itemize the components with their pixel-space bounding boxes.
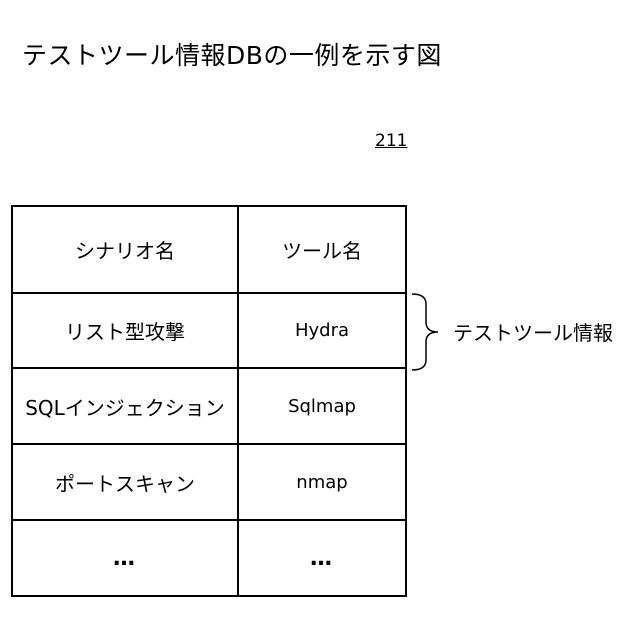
table-row: SQLインジェクション Sqlmap xyxy=(12,368,406,444)
header-scenario-name: シナリオ名 xyxy=(12,206,238,293)
tool-cell: Hydra xyxy=(238,293,406,368)
scenario-cell: リスト型攻撃 xyxy=(12,293,238,368)
curly-brace-icon xyxy=(410,292,450,372)
ellipsis-cell: … xyxy=(238,520,406,596)
scenario-cell: SQLインジェクション xyxy=(12,368,238,444)
header-row: シナリオ名 ツール名 xyxy=(12,206,406,293)
ellipsis-cell: … xyxy=(12,520,238,596)
table-row: リスト型攻撃 Hydra xyxy=(12,293,406,368)
tool-cell: nmap xyxy=(238,444,406,520)
test-tool-info-table: シナリオ名 ツール名 リスト型攻撃 Hydra SQLインジェクション Sqlm… xyxy=(11,205,407,597)
table-row: ポートスキャン nmap xyxy=(12,444,406,520)
reference-number: 211 xyxy=(375,131,407,151)
header-tool-name: ツール名 xyxy=(238,206,406,293)
figure-title: テストツール情報DBの一例を示す図 xyxy=(22,36,442,72)
scenario-cell: ポートスキャン xyxy=(12,444,238,520)
tool-cell: Sqlmap xyxy=(238,368,406,444)
table-row: … … xyxy=(12,520,406,596)
annotation-label: テストツール情報 xyxy=(453,317,613,346)
